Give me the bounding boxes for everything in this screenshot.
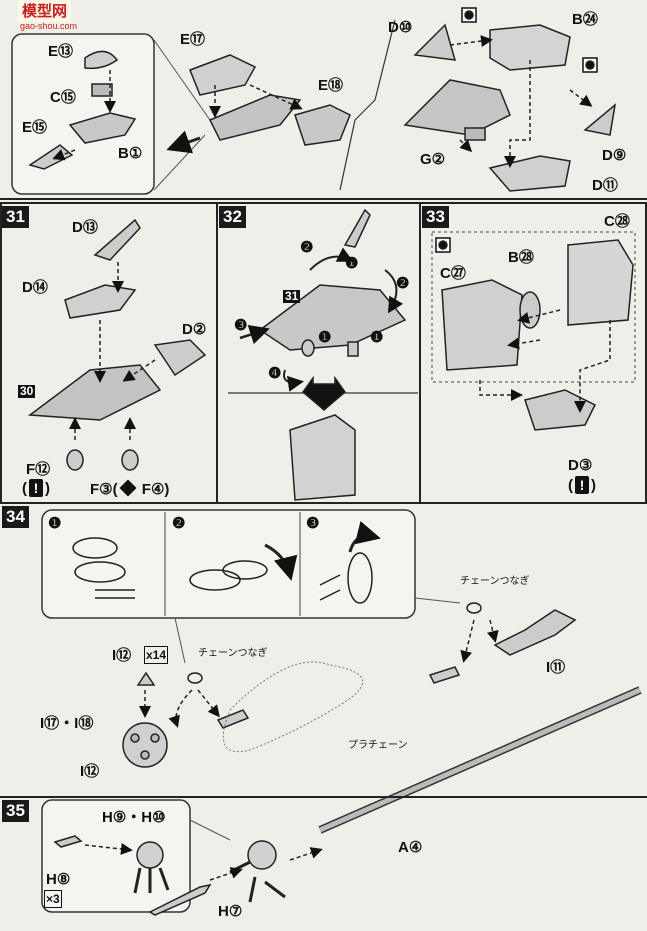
- label-f3-f4: F③( F④): [90, 479, 170, 498]
- label-i17-i18: I⑰・I⑱: [40, 715, 94, 732]
- step-30-panel: [0, 0, 647, 200]
- quantity-x14: x14: [144, 646, 169, 664]
- label-d2: D②: [182, 321, 207, 338]
- label-a4: A④: [398, 839, 423, 856]
- label-e13: E⑬: [48, 43, 74, 60]
- warning-f12: (!): [22, 479, 50, 497]
- label-d11: D⑪: [592, 177, 618, 194]
- order-3: ❸: [234, 317, 248, 334]
- label-b1: B①: [118, 145, 143, 162]
- substep-3: ❸: [306, 515, 320, 532]
- step-32-panel: [216, 202, 421, 504]
- ref-30-badge: 30: [18, 384, 36, 398]
- order-1-left: ❶: [318, 329, 332, 346]
- warning-d3: (!): [568, 476, 596, 494]
- label-f3: F③: [90, 481, 113, 498]
- ref-30: 30: [18, 383, 36, 399]
- ref-31-badge: 31: [283, 289, 301, 303]
- order-4: ❹: [268, 365, 282, 382]
- order-1-top: ❶: [345, 255, 359, 272]
- swap-icon: [119, 479, 137, 497]
- substep-1: ❶: [48, 515, 62, 532]
- label-h8: H⑧: [46, 871, 71, 888]
- step-33-panel: [419, 202, 647, 504]
- label-e17: E⑰: [180, 31, 206, 48]
- label-f12: F⑫: [26, 461, 51, 478]
- substep-2: ❷: [172, 515, 186, 532]
- label-d9: D⑨: [602, 147, 627, 164]
- step-number-33: 33: [422, 206, 449, 228]
- label-c15: C⑮: [50, 89, 76, 106]
- quantity-x3: ×3: [44, 890, 62, 908]
- step-31-panel: [0, 202, 218, 504]
- step-number-34: 34: [2, 506, 29, 528]
- label-d3: D③: [568, 457, 593, 474]
- order-1-right: ❶: [370, 329, 384, 346]
- step-number-35: 35: [2, 800, 29, 822]
- step-number-31: 31: [2, 206, 29, 228]
- label-i12-bottom: I⑫: [80, 763, 100, 780]
- warning-icon: !: [29, 479, 43, 497]
- label-e18: E⑱: [318, 77, 344, 94]
- ref-31: 31: [283, 288, 301, 304]
- site-url: gao-shou.com: [20, 21, 78, 31]
- label-c32: C㉘: [604, 213, 630, 230]
- label-d13: D⑬: [72, 219, 98, 236]
- label-h7: H⑦: [218, 903, 243, 920]
- label-i11: I⑪: [546, 659, 566, 676]
- step-34-panel: [0, 502, 647, 798]
- label-e15: E⑮: [22, 119, 48, 136]
- chain-connector-label-right: チェーンつなぎ: [460, 576, 530, 587]
- label-g2: G②: [420, 151, 446, 168]
- label-i12-top: I⑫: [112, 647, 132, 664]
- warning-icon: !: [575, 476, 589, 494]
- label-d14: D⑭: [22, 279, 48, 296]
- step-number-32: 32: [219, 206, 246, 228]
- quantity-x3-text: ×3: [44, 890, 62, 908]
- label-d10: D⑩: [388, 19, 413, 36]
- order-2-left: ❷: [300, 239, 314, 256]
- quantity-x14-text: x14: [144, 646, 169, 664]
- label-b30: B㉔: [572, 11, 598, 28]
- step-35-panel: [0, 796, 647, 931]
- chain-connector-label-left: チェーンつなぎ: [198, 648, 268, 659]
- site-logo: 模型网: [18, 0, 72, 22]
- site-logo-text: 模型网: [22, 3, 68, 20]
- label-f4: F④: [141, 481, 165, 498]
- label-b32: B㉘: [508, 249, 534, 266]
- plastic-chain-label: プラチェーン: [348, 740, 408, 751]
- order-2-right: ❷: [396, 275, 410, 292]
- label-c31: C㉗: [440, 265, 466, 282]
- label-h9-h10: H⑨・H⑩: [102, 809, 166, 826]
